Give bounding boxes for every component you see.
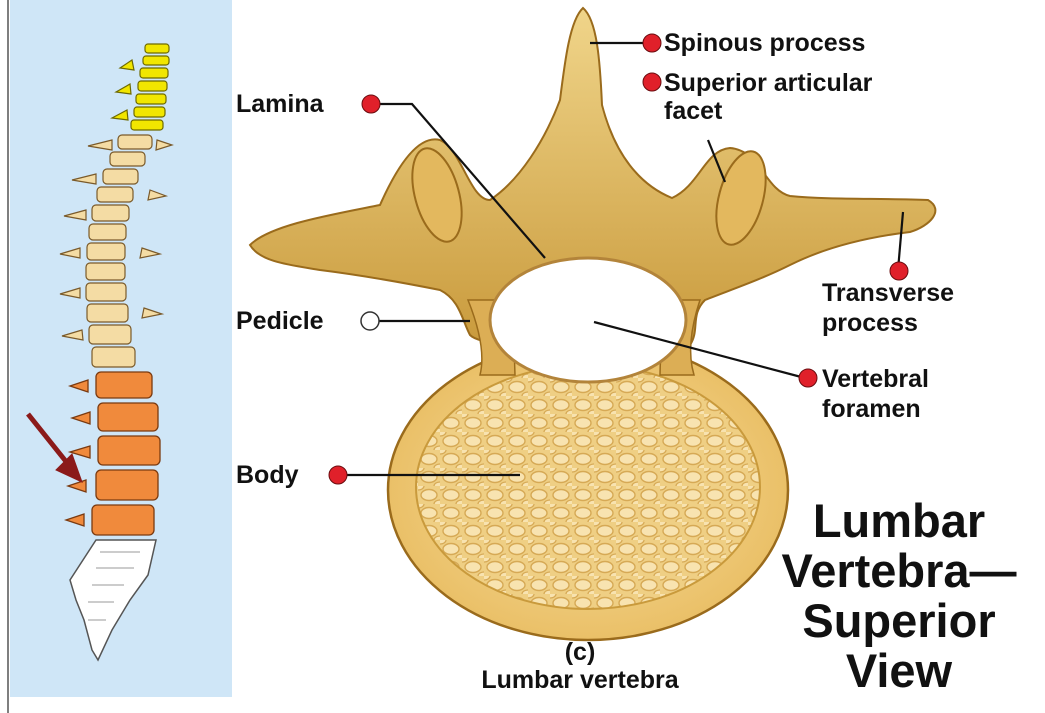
marker-lamina bbox=[362, 95, 380, 113]
vertebral-foramen bbox=[490, 258, 686, 382]
label-pedicle: Pedicle bbox=[236, 308, 324, 335]
label-spinous-process: Spinous process bbox=[664, 30, 865, 57]
label-lamina: Lamina bbox=[236, 91, 324, 118]
marker-spinous-process bbox=[643, 34, 661, 52]
marker-superior-articular-facet bbox=[643, 73, 661, 91]
label-vertebral-foramen-line2: foramen bbox=[822, 396, 921, 423]
title-line-3: Superior bbox=[754, 596, 1044, 646]
title-line-4: View bbox=[754, 646, 1044, 696]
caption-text: Lumbar vertebra bbox=[410, 666, 750, 694]
label-transverse-process-line1: Transverse bbox=[822, 280, 954, 307]
marker-transverse-process bbox=[890, 262, 908, 280]
spongy-bone bbox=[416, 365, 760, 609]
title-line-1: Lumbar bbox=[754, 496, 1044, 546]
label-superior-articular-facet-line1: Superior articular bbox=[664, 70, 872, 97]
label-body: Body bbox=[236, 462, 299, 489]
label-vertebral-foramen-line1: Vertebral bbox=[822, 366, 929, 393]
marker-vertebral-foramen bbox=[799, 369, 817, 387]
label-superior-articular-facet-line2: facet bbox=[664, 98, 722, 125]
marker-body bbox=[329, 466, 347, 484]
caption-letter: (c) bbox=[410, 638, 750, 666]
spine-column-illustration bbox=[10, 0, 232, 697]
label-transverse-process-line2: process bbox=[822, 310, 918, 337]
figure-caption: (c) Lumbar vertebra bbox=[410, 638, 750, 694]
figure-title: Lumbar Vertebra— Superior View bbox=[754, 496, 1044, 696]
marker-pedicle bbox=[361, 312, 379, 330]
title-line-2: Vertebra— bbox=[754, 546, 1044, 596]
